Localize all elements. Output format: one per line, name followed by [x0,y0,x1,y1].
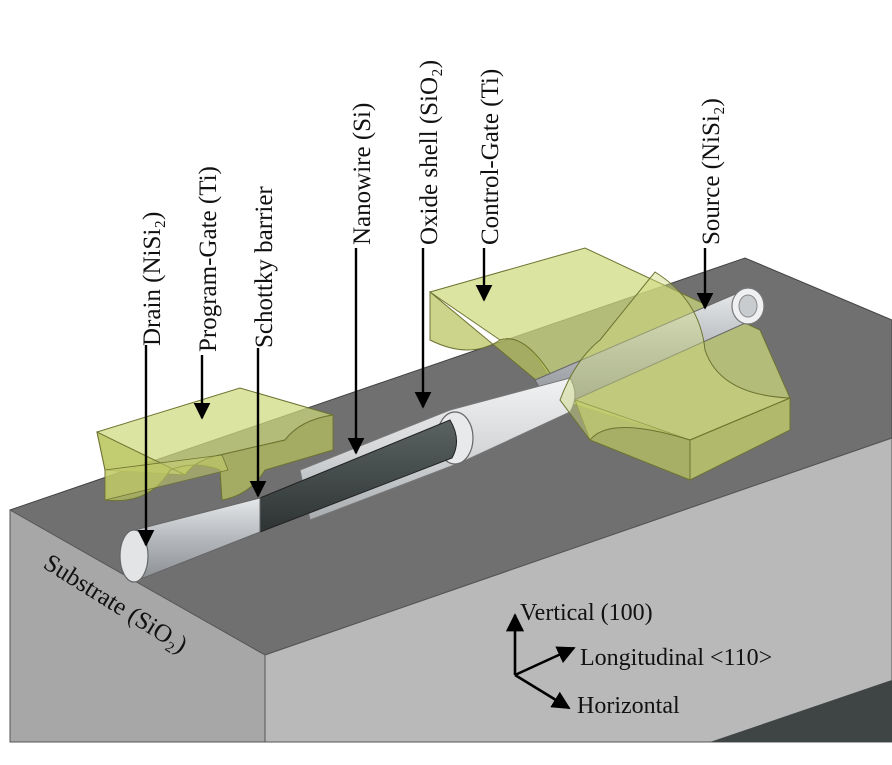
control-gate-label: Control-Gate (Ti) [477,69,504,245]
control-gate-block [428,247,791,481]
drain-label: Drain (NiSi₂) [139,212,166,346]
silicon-core [259,419,457,533]
axis-indicator: Vertical (100) Longitudinal <110> Horizo… [505,600,772,719]
control-gate-bottom-front [574,399,691,481]
nanowire-label: Nanowire (Si) [349,103,376,245]
horizontal-axis-label: Horizontal [577,693,680,719]
vertical-axis-label: Vertical (100) [520,600,653,626]
schottky-label: Schottky barrier [251,186,278,348]
pointer-arrows [137,248,714,547]
program-gate-label: Program-Gate (Ti) [195,166,222,352]
control-gate-wrap [559,271,791,441]
longitudinal-axis-arrow [514,646,576,677]
program-gate-block [96,387,334,502]
substrate-dark-corner [710,680,892,742]
source-end-core [738,294,758,318]
source-label: Source (NiSi₂) [698,98,725,245]
nanowire-assembly [119,287,765,583]
horizontal-axis-arrow [514,673,571,710]
substrate-side-face [264,437,892,743]
program-gate-lower [104,454,229,501]
drain-end-cap [119,529,149,583]
oxide-shell-label: Oxide shell (SiO₂) [416,60,443,245]
longitudinal-axis-label: Longitudinal <110> [580,645,772,671]
